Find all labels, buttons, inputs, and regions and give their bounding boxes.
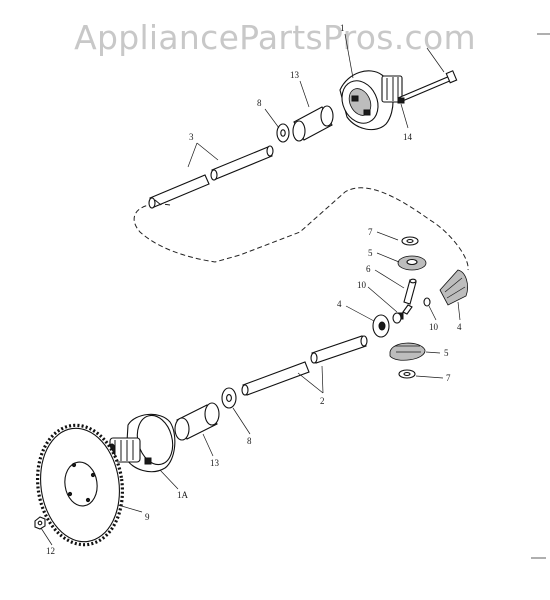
- callout-9: 9: [145, 512, 150, 522]
- bevel-gear-part-4-left: [372, 312, 402, 338]
- pin-part-10-right: [423, 297, 431, 307]
- washer-part-7-upper-hole: [406, 238, 414, 244]
- lower-axle-part-2: [241, 335, 368, 396]
- callout-10-right: 10: [429, 322, 439, 332]
- callout-2: 2: [320, 396, 325, 406]
- lower-bushing-part-13: [174, 402, 220, 441]
- callout-13-upper: 13: [290, 70, 300, 80]
- callout-8-lower: 8: [247, 436, 252, 446]
- upper-washer-part-8: [276, 123, 290, 143]
- washer-part-7-lower-hole: [403, 371, 411, 377]
- gear-part-5-upper: [397, 255, 427, 271]
- callout-7-upper: 7: [368, 227, 373, 237]
- upper-hub-part-1: [339, 70, 403, 131]
- watermark-text: AppliancePartsPros.com: [74, 18, 476, 57]
- leader-lines: [40, 33, 461, 546]
- callout-3: 3: [189, 132, 194, 142]
- callout-6: 6: [366, 264, 371, 274]
- lower-hub-part-1A: [108, 413, 176, 473]
- bolt: [397, 70, 458, 103]
- callout-10-left: 10: [357, 280, 367, 290]
- callout-13-lower: 13: [210, 458, 220, 468]
- nut-part-14: [397, 97, 405, 104]
- bevel-gear-part-4-right: [439, 269, 468, 306]
- callout-1: 1: [340, 23, 345, 33]
- lower-washer-part-8: [221, 387, 237, 409]
- sprocket-part-9: [35, 423, 125, 547]
- nut-part-12: [34, 516, 46, 530]
- callout-14: 14: [403, 132, 413, 142]
- callout-7-lower: 7: [446, 373, 451, 383]
- callout-5-lower: 5: [444, 348, 449, 358]
- callout-4-right: 4: [457, 322, 462, 332]
- cross-pin-part-6: [402, 278, 417, 315]
- gear-part-5-lower: [389, 342, 426, 361]
- upper-bushing-part-13: [292, 105, 334, 142]
- callout-5-upper: 5: [368, 248, 373, 258]
- upper-axle-part-3: [148, 145, 274, 209]
- callout-4-left: 4: [337, 299, 342, 309]
- callout-8-upper: 8: [257, 98, 262, 108]
- callout-12: 12: [46, 546, 55, 556]
- callout-1A: 1A: [177, 490, 189, 500]
- callout-labels: 1 13 8 3 14 7 5 6 10 4 10 4 5 7 2 8 13 1…: [46, 23, 462, 556]
